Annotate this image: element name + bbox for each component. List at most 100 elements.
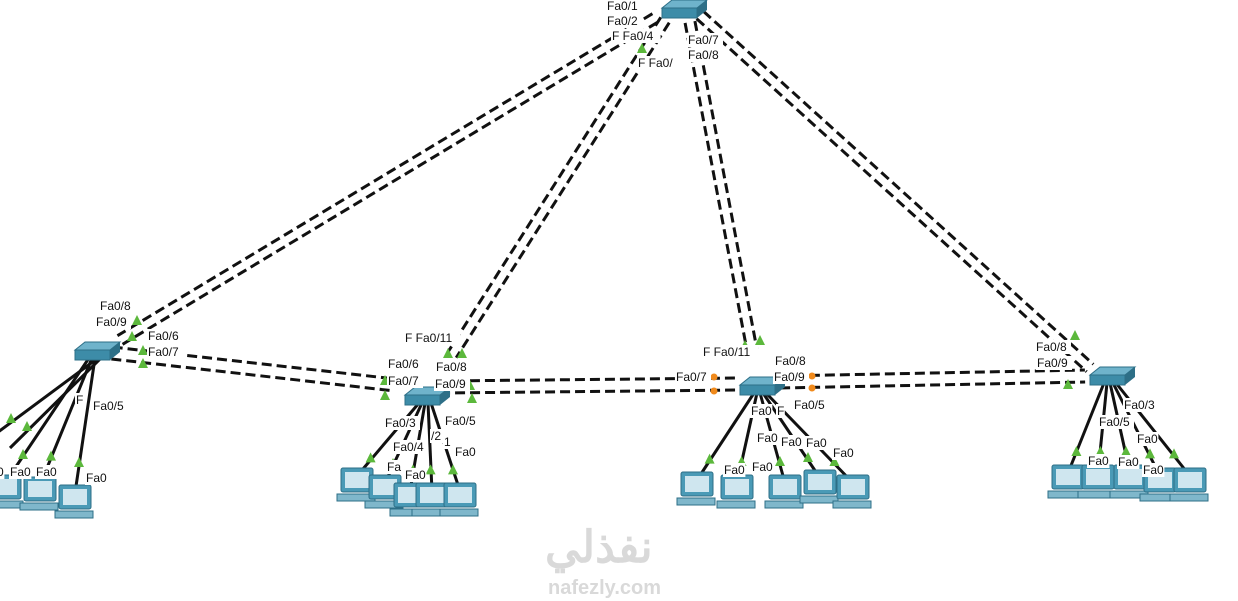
port-label: Fa0: [752, 460, 773, 474]
port-label: F Fa0/: [638, 56, 673, 70]
trunk-link-core-mid2[interactable]: [683, 22, 749, 352]
port-label: Fa0/3: [385, 416, 416, 430]
pc-icon[interactable]: [54, 484, 94, 519]
port-blocked-indicator: [808, 384, 816, 392]
access-link[interactable]: [73, 357, 97, 494]
port-up-indicator: [704, 453, 715, 464]
pc-icon[interactable]: [1077, 464, 1117, 499]
pc-icon[interactable]: [439, 482, 479, 517]
trunk-link-core-right[interactable]: [695, 17, 1088, 373]
port-up-indicator: [829, 456, 840, 466]
port-up-indicator: [1070, 330, 1080, 340]
pc-icon[interactable]: [1169, 467, 1209, 502]
port-blocked-indicator: [710, 387, 718, 395]
trunk-link-left-mid1[interactable]: [111, 357, 395, 393]
port-up-indicator: [1071, 446, 1082, 456]
core-switch[interactable]: [660, 0, 708, 19]
trunk-link-core-mid1[interactable]: [454, 21, 671, 359]
port-up-indicator: [467, 393, 477, 403]
port-label: Fa0/1: [607, 0, 638, 13]
pc-icon[interactable]: [676, 471, 716, 506]
pc-icon[interactable]: [1047, 464, 1087, 499]
pc-icon[interactable]: [411, 482, 451, 517]
pc-icon[interactable]: [336, 467, 376, 502]
port-label: Fa0: [10, 465, 31, 479]
port-label: /2: [431, 429, 441, 443]
port-label: Fa0/2: [607, 14, 638, 28]
trunk-link-mid2-right[interactable]: [780, 380, 1086, 390]
port-up-indicator: [425, 464, 436, 475]
port-up-indicator: [1121, 446, 1131, 456]
port-label: Fa0/7: [688, 33, 719, 47]
port-label: Fa0/7: [676, 370, 707, 384]
pc-icon[interactable]: [716, 474, 756, 509]
port-label: Fa0/8: [100, 299, 131, 313]
access-link[interactable]: [8, 356, 103, 450]
port-label: Fa0: [405, 468, 426, 482]
port-up-indicator: [448, 464, 458, 475]
port-label: Fa0: [0, 465, 4, 479]
port-label: F Fa0/4: [612, 29, 654, 43]
port-label: Fa0: [86, 471, 107, 485]
port-up-indicator: [74, 457, 84, 467]
port-label: Fa0: [806, 436, 827, 450]
port-label: Fa0/9: [435, 377, 466, 391]
port-up-indicator: [18, 449, 28, 459]
access-link[interactable]: [1066, 382, 1106, 474]
trunk-link-mid1-mid2[interactable]: [439, 376, 740, 383]
port-up-indicator: [755, 335, 765, 345]
trunk-link-core-mid1[interactable]: [446, 16, 663, 354]
pc-icon[interactable]: [764, 474, 804, 509]
port-label: F: [777, 404, 784, 418]
access-link[interactable]: [695, 392, 756, 481]
pc-icon[interactable]: [832, 474, 872, 509]
access-link[interactable]: [426, 402, 434, 492]
pc-icon[interactable]: [799, 469, 839, 504]
port-up-indicator: [443, 348, 453, 358]
port-label: F Fa0/11: [703, 345, 750, 359]
port-up-indicator: [775, 456, 785, 466]
pc-icon[interactable]: [0, 474, 24, 509]
port-label: Fa0/6: [388, 357, 419, 371]
port-label: Fa0/4: [393, 440, 424, 454]
port-label: Fa0: [1137, 432, 1158, 446]
switch-left[interactable]: [73, 341, 122, 361]
pc-icon[interactable]: [19, 476, 59, 511]
port-label: Fa0/5: [445, 414, 476, 428]
port-blocked-indicator: [808, 372, 816, 380]
trunk-link-core-right[interactable]: [702, 10, 1095, 366]
port-label: Fa0: [1088, 454, 1109, 468]
port-label: Fa0: [781, 435, 802, 449]
port-up-indicator: [457, 348, 467, 358]
pc-icon[interactable]: [364, 474, 404, 509]
port-label: Fa0: [1118, 455, 1139, 469]
watermark-arabic: نفذلي: [545, 523, 653, 574]
port-up-indicator: [365, 452, 376, 463]
port-label: Fa0: [724, 463, 745, 477]
port-up-indicator: [46, 450, 56, 461]
port-label: 1: [444, 435, 451, 449]
port-up-indicator: [127, 331, 137, 341]
port-label: Fa0/7: [148, 345, 179, 359]
trunk-link-core-mid2[interactable]: [693, 20, 759, 350]
port-up-indicator: [380, 390, 390, 400]
switch-right[interactable]: [1088, 366, 1137, 386]
port-label: Fa0: [1143, 463, 1164, 477]
port-up-indicator: [132, 315, 142, 325]
access-link[interactable]: [355, 402, 421, 477]
access-link[interactable]: [0, 356, 99, 438]
trunk-link-core-left[interactable]: [121, 20, 659, 346]
port-label: Fa: [387, 460, 401, 474]
port-label: Fa0/5: [794, 398, 825, 412]
port-label: F: [76, 393, 83, 407]
trunk-link-mid1-mid2[interactable]: [440, 388, 741, 395]
port-label: F Fa0/11: [405, 331, 452, 345]
access-link[interactable]: [3, 357, 91, 484]
trunk-link-mid2-right[interactable]: [779, 368, 1085, 378]
access-link[interactable]: [38, 357, 94, 486]
access-link[interactable]: [1111, 382, 1162, 477]
watermark-latin: nafezly.com: [548, 577, 661, 599]
switch-mid-1[interactable]: [403, 386, 452, 406]
pc-icon[interactable]: [1109, 464, 1149, 499]
port-label: Fa0: [751, 404, 772, 418]
